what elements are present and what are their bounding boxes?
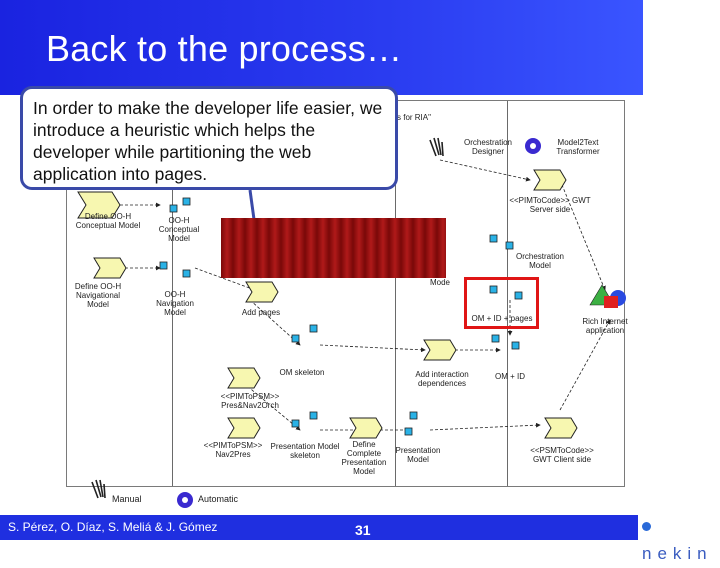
activity-pres-nav-orch xyxy=(227,367,261,389)
label-gwt-client: <<PSMToCode>> GWT Client side xyxy=(530,446,594,464)
label-gwt-server: <<PIMToCode>> GWT Server side xyxy=(509,196,591,214)
activity-gwt-server xyxy=(533,169,567,191)
label-add-interaction: Add interaction dependences xyxy=(415,370,469,388)
label-define-navigational: Define OO-H Navigational Model xyxy=(74,282,122,309)
label-om-id: OM + ID xyxy=(494,372,525,381)
activity-define-complete xyxy=(349,417,383,439)
activity-add-interaction xyxy=(423,339,457,361)
label-ooh-conceptual: OO-H Conceptual Model xyxy=(158,216,200,243)
activity-define-conceptual xyxy=(77,191,121,219)
activity-nav-pres xyxy=(227,417,261,439)
diagram-header-fragment: s for RIA" xyxy=(397,113,431,122)
label-presentation-skeleton: Presentation Model skeleton xyxy=(270,442,340,460)
swimlane-divider xyxy=(507,101,508,486)
label-orchestration-model: Orchestration Model xyxy=(515,252,565,270)
label-define-conceptual: Define OO-H Conceptual Model xyxy=(75,212,141,230)
activity-add-pages xyxy=(245,281,279,303)
label-presentation-model: Presentation Model xyxy=(395,446,441,464)
legend-manual-label: Manual xyxy=(112,494,142,504)
callout-bubble: In order to make the developer life easi… xyxy=(20,86,398,190)
title-bar xyxy=(0,0,643,95)
page-number: 31 xyxy=(355,522,371,538)
activity-gwt-client xyxy=(544,417,578,439)
label-ooh-navigation: OO-H Navigation Model xyxy=(156,290,194,317)
label-om-id-pages: OM + ID + pages xyxy=(471,314,533,323)
activity-define-navigational xyxy=(93,257,127,279)
label-om-skeleton: OM skeleton xyxy=(279,368,325,377)
diagram-graphics xyxy=(77,137,626,508)
rich-internet-app-shape xyxy=(589,284,626,308)
label-add-pages: Add pages xyxy=(241,308,281,317)
onekin-logo: nekin xyxy=(638,512,720,563)
hand-icons xyxy=(91,137,444,499)
footer-bar xyxy=(0,515,720,540)
logo-text: nekin xyxy=(642,544,713,563)
highlight-box xyxy=(464,277,539,329)
swimlane-divider xyxy=(172,101,173,486)
label-orchestration-designer: Orchestration Designer xyxy=(463,138,513,156)
label-pim-to-psm-pres: <<PIMToPSM>> Pres&Nav2Orch xyxy=(220,392,280,410)
gear-icons xyxy=(177,138,541,508)
label-rich-internet: Rich Internet application xyxy=(582,317,628,335)
label-model2text: Model2Text Transformer xyxy=(556,138,600,156)
legend-automatic-label: Automatic xyxy=(198,494,239,504)
label-pim-to-psm-nav: <<PIMToPSM>> Nav2Pres xyxy=(203,441,263,459)
callout-text: In order to make the developer life easi… xyxy=(33,98,383,184)
label-mode: Mode xyxy=(429,278,450,287)
title-bar-corner xyxy=(643,0,720,95)
logo-dot-icon xyxy=(642,522,651,532)
swimlane-divider xyxy=(395,101,396,486)
curtain-image xyxy=(221,218,446,278)
slide-title: Back to the process… xyxy=(46,28,403,69)
footer-authors: S. Pérez, O. Díaz, S. Meliá & J. Gómez xyxy=(8,520,218,534)
label-define-complete: Define Complete Presentation Model xyxy=(341,440,387,476)
